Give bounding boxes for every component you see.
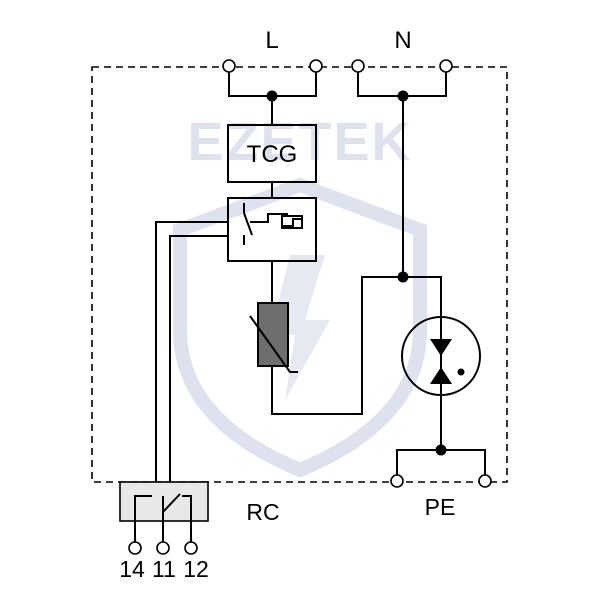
neutral-junction-node [397, 90, 409, 102]
pe-terminal-left [390, 474, 404, 488]
tcg-label: TCG [247, 141, 298, 168]
rc-terminal-12 [184, 541, 198, 555]
line-terminal-group [222, 59, 323, 125]
label-terminal-11: 11 [152, 556, 176, 582]
varistor [249, 302, 298, 373]
watermark-text: EZETEK [187, 112, 412, 172]
label-neutral: N [394, 27, 411, 54]
pe-terminal-group [390, 444, 492, 488]
rc-box [119, 481, 209, 522]
label-line: L [265, 27, 278, 54]
rc-terminal-14 [128, 541, 142, 555]
neutral-terminal-left [351, 59, 365, 73]
rc-terminal-11 [156, 541, 170, 555]
line-junction-node [266, 90, 278, 102]
label-rc: RC [246, 499, 279, 525]
label-terminal-12: 12 [183, 556, 209, 582]
gdt-junction-node [397, 271, 409, 283]
watermark-shield-icon [173, 177, 427, 478]
neutral-terminal-group [351, 59, 453, 277]
label-pe: PE [425, 494, 456, 520]
gas-discharge-tube [401, 316, 481, 396]
label-terminal-14: 14 [119, 556, 145, 582]
line-terminal-left [222, 59, 236, 73]
neutral-terminal-right [439, 59, 453, 73]
watermark: EZETEK [173, 112, 427, 478]
pe-junction-node [435, 444, 447, 456]
watermark-bolt-icon [270, 255, 330, 400]
rc-terminal-group [128, 521, 198, 555]
pe-terminal-right [478, 474, 492, 488]
enclosure-border [91, 66, 508, 483]
line-terminal-right [309, 59, 323, 73]
